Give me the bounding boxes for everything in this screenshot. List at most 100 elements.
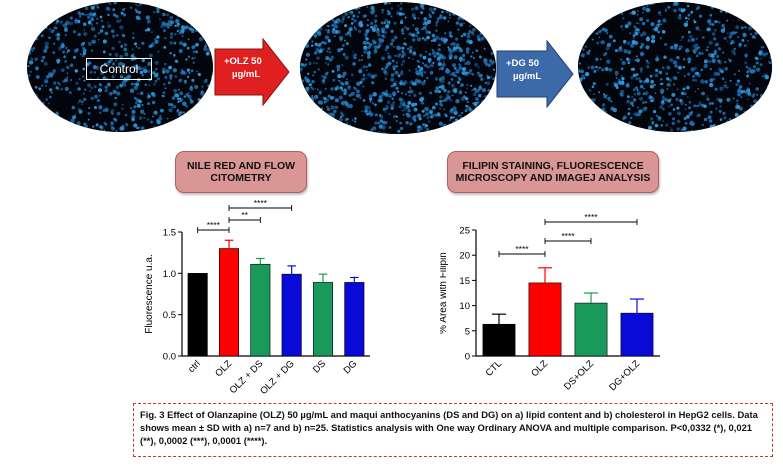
cell-nucleus xyxy=(473,101,478,107)
cell-nucleus xyxy=(641,11,644,14)
cell-nucleus xyxy=(145,15,150,20)
cell-nucleus xyxy=(634,28,639,32)
cell-nucleus xyxy=(332,116,335,119)
cell-nucleus xyxy=(458,77,462,81)
cell-nucleus xyxy=(152,71,156,75)
cell-nucleus xyxy=(472,34,475,37)
significance-label: **** xyxy=(207,220,221,230)
cell-nucleus xyxy=(132,32,135,35)
cell-nucleus xyxy=(366,6,369,8)
cell-nucleus xyxy=(487,63,491,67)
cell-nucleus xyxy=(660,124,663,127)
cell-nucleus xyxy=(434,77,439,81)
cell-nucleus xyxy=(630,101,634,106)
cell-nucleus xyxy=(587,66,590,69)
cell-nucleus xyxy=(452,63,456,68)
cell-nucleus xyxy=(304,112,309,117)
cell-nucleus xyxy=(91,39,96,44)
cell-nucleus xyxy=(582,97,585,100)
cell-nucleus xyxy=(595,18,598,21)
cell-nucleus xyxy=(478,111,482,115)
cell-nucleus xyxy=(361,59,363,61)
cell-nucleus xyxy=(156,35,160,39)
cell-nucleus xyxy=(300,118,304,123)
cell-nucleus xyxy=(99,111,102,114)
cell-nucleus xyxy=(64,124,69,129)
cell-nucleus xyxy=(470,72,473,76)
cell-nucleus xyxy=(34,28,39,33)
cell-nucleus xyxy=(316,26,320,30)
cell-nucleus xyxy=(154,60,159,65)
cell-nucleus xyxy=(648,125,652,130)
cell-nucleus xyxy=(45,84,47,87)
cell-nucleus xyxy=(314,123,318,127)
cell-nucleus xyxy=(626,41,631,45)
cell-nucleus xyxy=(458,114,461,117)
cell-nucleus xyxy=(365,77,368,80)
cell-nucleus xyxy=(469,129,474,134)
cell-nucleus xyxy=(452,10,456,14)
cell-nucleus xyxy=(696,71,700,75)
cell-nucleus xyxy=(326,30,331,34)
cell-nucleus xyxy=(339,9,343,13)
cell-nucleus xyxy=(210,2,213,7)
cell-nucleus xyxy=(300,63,304,67)
cell-nucleus xyxy=(679,100,685,106)
cell-nucleus xyxy=(460,96,465,101)
cell-nucleus xyxy=(83,97,87,101)
cell-nucleus xyxy=(327,39,331,43)
cell-nucleus xyxy=(427,57,432,62)
cell-nucleus xyxy=(748,13,753,18)
cell-nucleus xyxy=(429,111,432,114)
cell-nucleus xyxy=(121,103,124,106)
cell-nucleus xyxy=(690,111,694,114)
cell-nucleus xyxy=(586,23,588,26)
cell-nucleus xyxy=(334,98,339,103)
cell-nucleus xyxy=(64,86,69,91)
cell-nucleus xyxy=(133,64,138,69)
cell-nucleus xyxy=(701,91,705,96)
cell-nucleus xyxy=(326,107,331,112)
cell-nucleus xyxy=(639,67,643,71)
cell-nucleus xyxy=(384,68,386,71)
cell-nucleus xyxy=(48,102,50,105)
cell-nucleus xyxy=(56,33,61,37)
cell-nucleus xyxy=(462,126,466,130)
cell-nucleus xyxy=(183,79,187,83)
cell-nucleus xyxy=(427,120,431,123)
cell-nucleus xyxy=(464,109,468,113)
cell-nucleus xyxy=(673,2,675,5)
cell-nucleus xyxy=(348,34,352,37)
cell-nucleus xyxy=(207,84,210,88)
cell-nucleus xyxy=(578,106,581,110)
cell-nucleus xyxy=(607,2,610,6)
cell-nucleus xyxy=(669,98,672,100)
cell-nucleus xyxy=(609,17,612,20)
cell-nucleus xyxy=(140,126,145,131)
cell-nucleus xyxy=(172,68,177,73)
cell-nucleus xyxy=(682,57,686,61)
cell-nucleus xyxy=(428,13,431,16)
cell-nucleus xyxy=(310,86,313,89)
cell-nucleus xyxy=(209,22,212,26)
cell-nucleus xyxy=(119,68,122,71)
cell-nucleus xyxy=(97,39,100,41)
cell-nucleus xyxy=(209,129,213,132)
cell-nucleus xyxy=(639,79,643,84)
cell-nucleus xyxy=(39,18,44,22)
cell-nucleus xyxy=(721,23,725,28)
cell-nucleus xyxy=(84,6,89,11)
cell-nucleus xyxy=(452,11,456,16)
cell-nucleus xyxy=(636,89,639,92)
cell-nucleus xyxy=(338,95,343,100)
cell-nucleus xyxy=(480,110,483,113)
cell-nucleus xyxy=(368,43,373,47)
cell-nucleus xyxy=(40,16,43,19)
cell-nucleus xyxy=(673,43,678,48)
cell-nucleus xyxy=(606,59,611,64)
cell-nucleus xyxy=(442,99,445,103)
cell-nucleus xyxy=(748,109,752,113)
cell-nucleus xyxy=(311,10,314,13)
cell-nucleus xyxy=(651,121,655,125)
cell-nucleus xyxy=(177,13,180,16)
